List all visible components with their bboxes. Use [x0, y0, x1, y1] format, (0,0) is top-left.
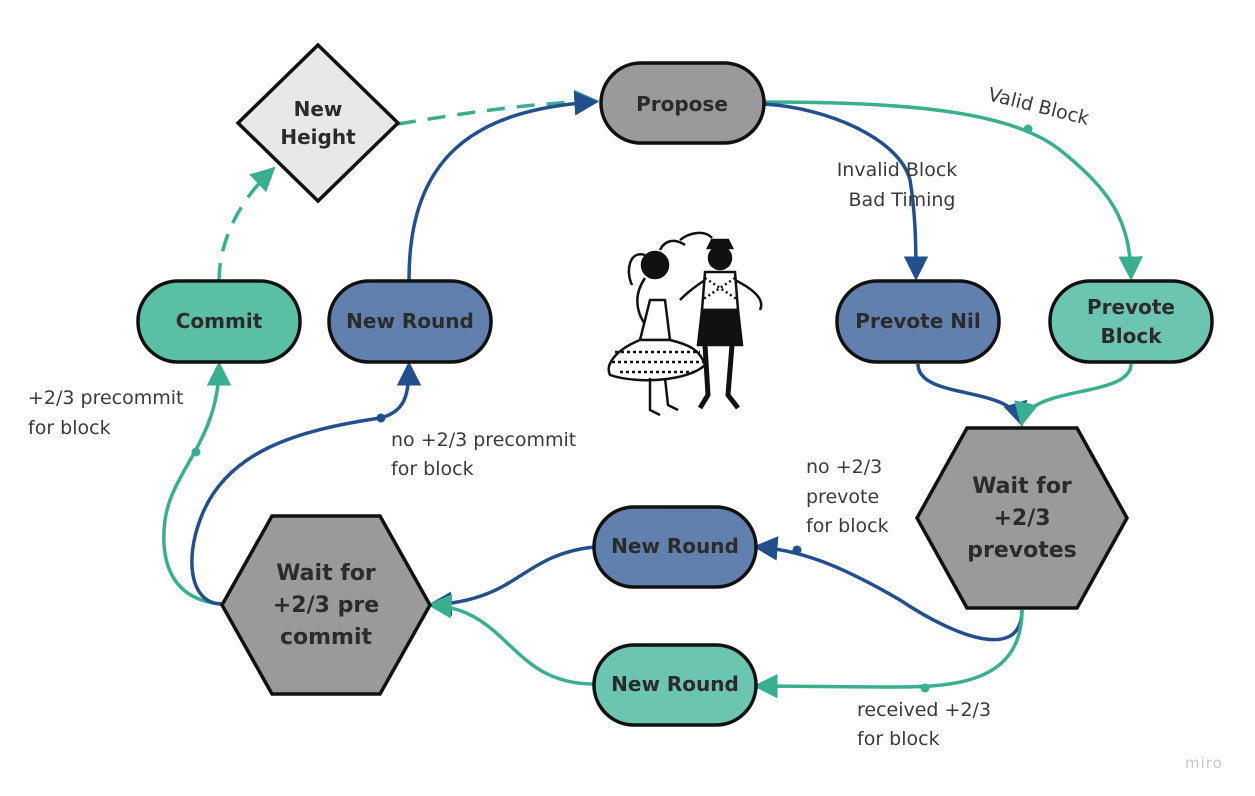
edge-dot [376, 413, 386, 423]
edge-dot [920, 683, 930, 693]
miro-watermark: miro [1185, 754, 1223, 772]
label-invalid-block-2: Bad Timing [849, 189, 956, 211]
label-precommit-for-block-2: for block [28, 417, 111, 439]
node-prevote-nil[interactable]: Prevote Nil [835, 279, 1001, 364]
node-prevote-nil-label: Prevote Nil [855, 309, 980, 333]
label-received-2: for block [857, 728, 940, 750]
node-new-round-bottom[interactable]: New Round [592, 643, 758, 727]
node-new-height[interactable]: New Height [235, 42, 401, 204]
node-new-round-top[interactable]: New Round [327, 279, 493, 364]
node-new-round-mid-label: New Round [611, 534, 739, 558]
label-no-prevote-2: prevote [806, 486, 879, 508]
edge-new-round-bottom-to-wait-precommit [427, 594, 595, 686]
node-wait-prevotes-label-1: Wait for [972, 474, 1072, 499]
edge-wait-precommit-to-new-round-top [190, 361, 422, 606]
node-prevote-block-label-1: Prevote [1087, 295, 1175, 319]
edge-new-round-mid-to-wait-precommit [427, 545, 595, 617]
edge-propose-to-prevote-block [763, 100, 1143, 281]
label-received-1: received +2/3 [857, 699, 991, 721]
node-commit[interactable]: Commit [136, 279, 302, 364]
edge-propose-to-prevote-nil [763, 102, 929, 281]
label-precommit-for-block-1: +2/3 precommit [28, 387, 184, 409]
label-no-prevote-3: for block [806, 515, 889, 537]
node-wait-precommit-label-3: commit [280, 625, 373, 650]
label-no-precommit-1: no +2/3 precommit [391, 429, 576, 451]
node-wait-prevotes-label-2: +2/3 [993, 506, 1050, 531]
label-no-precommit-2: for block [391, 458, 474, 480]
node-wait-precommit-label-2: +2/3 pre [273, 593, 379, 618]
edge-dot [191, 447, 201, 457]
node-commit-label: Commit [176, 309, 263, 333]
node-prevote-block[interactable]: Prevote Block [1048, 279, 1214, 364]
node-new-round-top-label: New Round [346, 309, 474, 333]
node-new-height-label-2: Height [280, 125, 356, 149]
edge-new-height-to-propose [397, 89, 599, 126]
edge-prevote-block-to-wait [1014, 363, 1133, 427]
edge-wait-prevotes-to-new-round-bottom [753, 609, 1024, 699]
node-new-round-bottom-label: New Round [611, 672, 739, 696]
dancing-couple-illustration [607, 231, 763, 417]
edge-prevote-nil-to-wait [916, 363, 1028, 427]
node-wait-prevotes-label-3: prevotes [967, 538, 1077, 563]
label-no-prevote-1: no +2/3 [806, 456, 882, 478]
node-propose-label: Propose [636, 92, 728, 116]
edge-dot [792, 545, 802, 555]
edge-new-round-to-propose [407, 91, 599, 281]
edge-dot [1023, 124, 1033, 134]
node-wait-precommit[interactable]: Wait for +2/3 pre commit [219, 514, 433, 696]
edge-wait-precommit-to-commit [162, 361, 232, 606]
node-prevote-block-label-2: Block [1101, 324, 1163, 348]
node-new-height-label-1: New [294, 97, 343, 121]
node-new-round-mid[interactable]: New Round [592, 505, 758, 589]
node-propose[interactable]: Propose [599, 61, 766, 145]
node-wait-prevotes[interactable]: Wait for +2/3 prevotes [914, 426, 1130, 610]
node-wait-precommit-label-1: Wait for [276, 561, 376, 586]
edge-commit-to-new-height [217, 166, 276, 282]
label-invalid-block-1: Invalid Block [837, 159, 958, 181]
